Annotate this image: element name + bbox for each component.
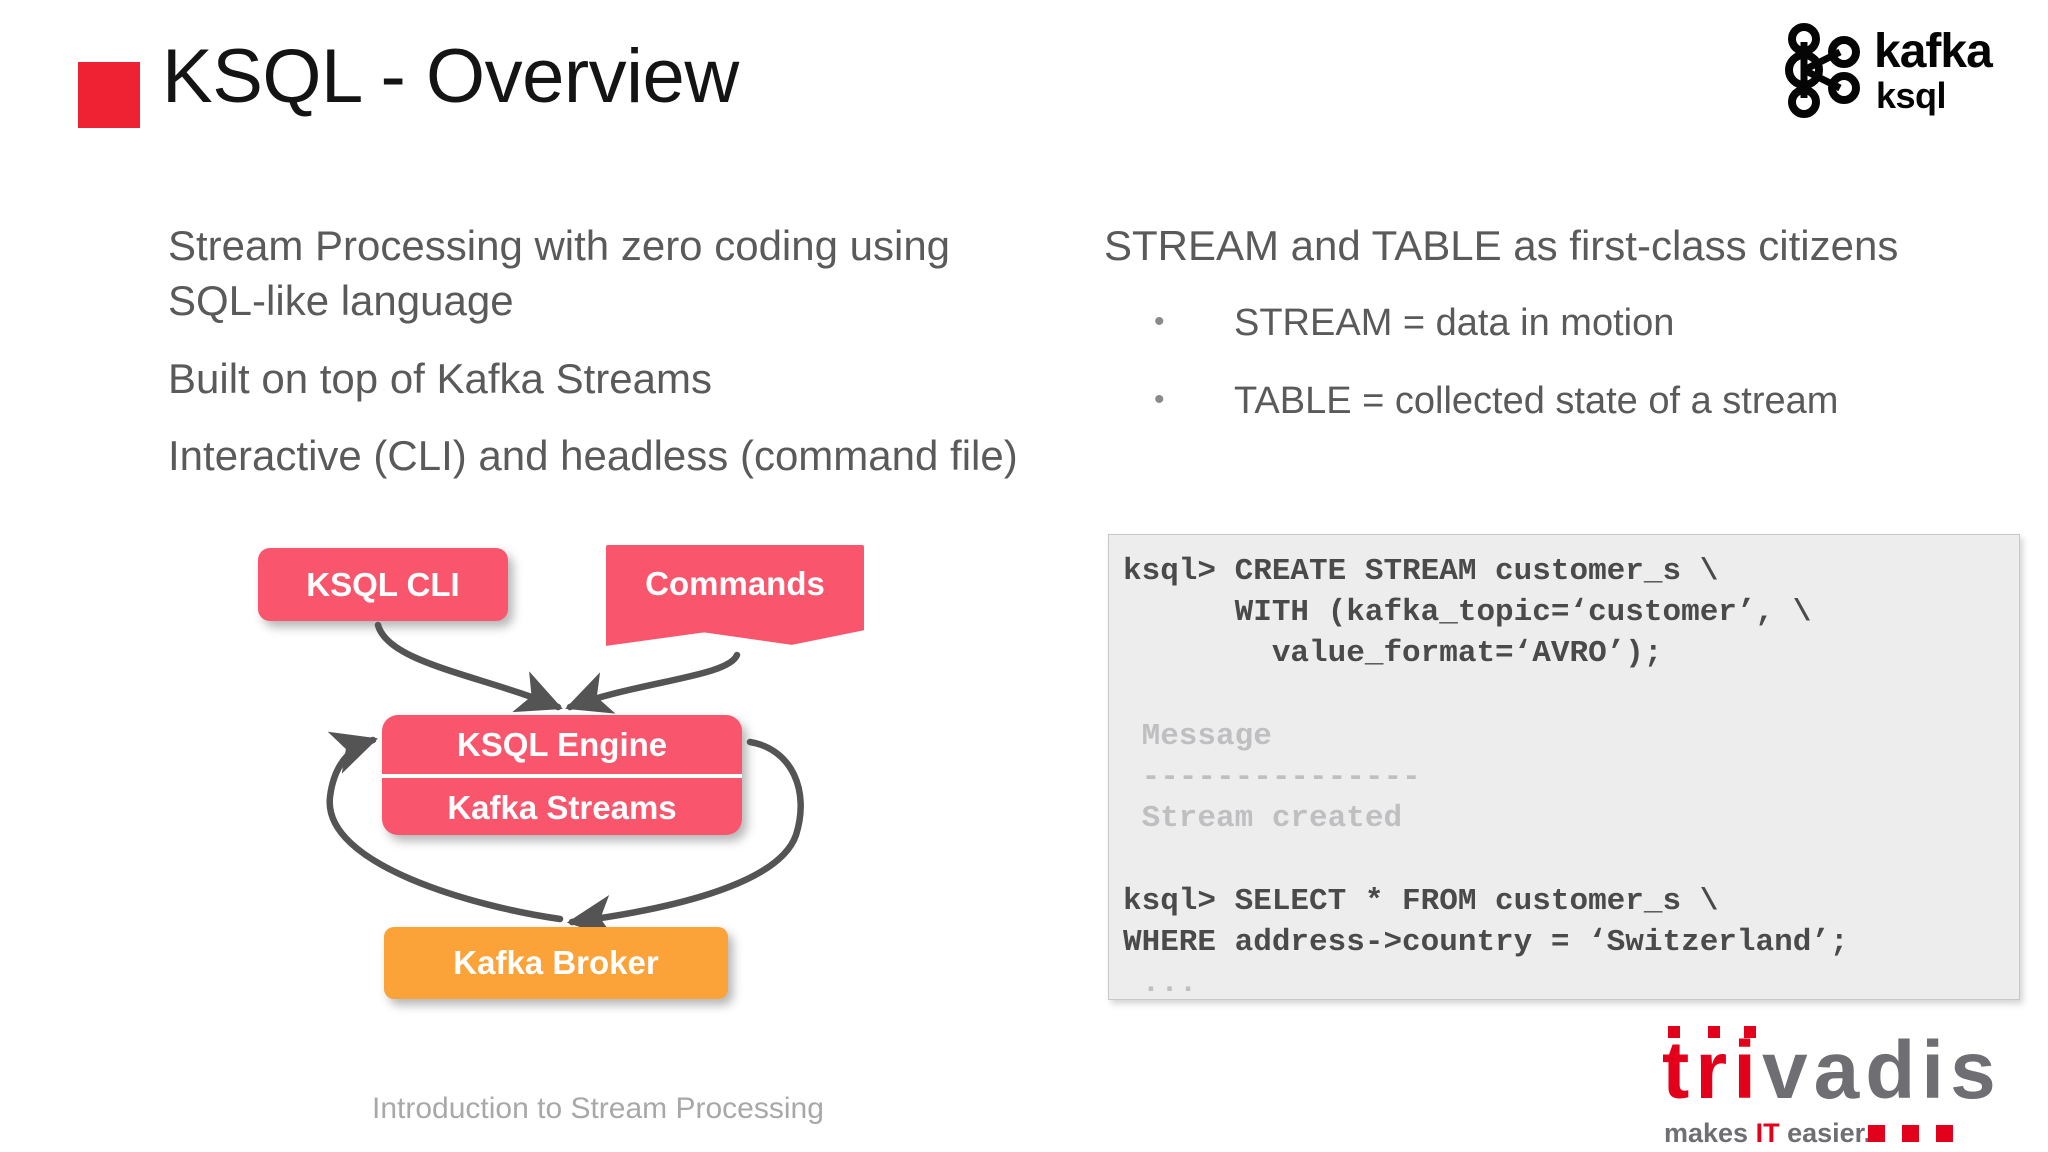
trivadis-square-icon [1868,1125,1885,1142]
diagram-node-commands: Commands [606,545,864,646]
list-item: • STREAM = data in motion [1104,299,2004,348]
diagram-node-kafka-broker: Kafka Broker [384,927,728,999]
code-line: ksql> CREATE STREAM customer_s \ [1123,554,1719,589]
diagram-node-ksql-engine: KSQL Engine [382,715,742,774]
diagram-node-label: Commands [645,565,825,602]
diagram-node-ksql-engine-stack: KSQL Engine Kafka Streams [382,715,742,835]
diagram-arrows [326,621,804,939]
code-line: WITH (kafka_topic=‘customer’, \ [1123,595,1812,631]
code-line [1123,840,2005,881]
right-bullet-list: • STREAM = data in motion • TABLE = coll… [1104,299,2004,426]
code-line: value_format=‘AVRO’); [1123,636,1663,672]
diagram-node-label: Kafka Streams [447,788,677,826]
diagram-node-ksql-cli: KSQL CLI [258,548,508,621]
kafka-mark-icon [1778,22,1870,123]
trivadis-logo: trivadis makes IT easier. [1662,1026,2012,1148]
code-line: Stream created [1123,801,1403,837]
diagram-node-divider [382,774,742,778]
list-item-label: TABLE = collected state of a stream [1234,379,1839,422]
code-line: --------------- [1123,760,1421,796]
tagline-it: IT [1755,1118,1780,1148]
trivadis-name-red: tri [1662,1025,1762,1116]
kafka-wordmark: kafka [1874,25,1993,78]
trivadis-dot-icon [1708,1026,1720,1038]
trivadis-square-icon [1902,1125,1919,1142]
tagline-before: makes [1664,1118,1756,1148]
diagram-node-label: KSQL CLI [306,565,460,603]
diagram-node-kafka-streams: Kafka Streams [382,778,742,837]
right-paragraph-1: STREAM and TABLE as first-class citizens [1104,222,1899,269]
diagram-node-label: Kafka Broker [453,944,659,981]
bullet-dot-icon: • [1154,305,1165,339]
ksql-wordmark: ksql [1876,75,1947,116]
ksql-architecture-diagram: KSQL CLI Commands KSQL Engine Kafka Stre… [230,535,890,1035]
left-paragraph-2: Built on top of Kafka Streams [168,354,712,402]
trivadis-dot-icon [1744,1026,1756,1038]
list-item-label: STREAM = data in motion [1234,302,1675,345]
code-line [1123,675,2005,716]
left-paragraph-3: Interactive (CLI) and headless (command … [168,432,1018,480]
trivadis-name-gray: vadis [1762,1025,2002,1116]
code-line: Message [1123,718,1272,754]
left-paragraph-1: Stream Processing with zero coding using… [168,222,951,325]
page-title: KSQL - Overview [162,34,739,119]
trivadis-wordmark: trivadis [1662,1030,2002,1112]
diagram-node-label: KSQL Engine [456,725,668,763]
title-bullet-square [78,62,140,128]
code-line: ... [1123,966,1198,1000]
list-item: • TABLE = collected state of a stream [1104,377,2004,426]
code-line: ksql> SELECT * FROM customer_s \ [1123,883,1719,919]
ksql-code-block: ksql> CREATE STREAM customer_s \ WITH (k… [1108,534,2020,1000]
footer-label: Introduction to Stream Processing [372,1092,824,1125]
trivadis-dot-icon [1668,1026,1680,1038]
trivadis-tagline: makes IT easier. [1664,1118,1871,1149]
code-line: WHERE address->country = ‘Switzerland’; [1123,924,1849,960]
trivadis-square-icon [1936,1125,1953,1142]
tagline-after: easier. [1779,1118,1872,1148]
right-text-column: STREAM and TABLE as first-class citizens… [1104,218,2004,454]
kafka-ksql-logo: kafka ksql [1778,20,2008,120]
left-text-column: Stream Processing with zero coding using… [168,218,1048,506]
bullet-dot-icon: • [1154,382,1165,416]
